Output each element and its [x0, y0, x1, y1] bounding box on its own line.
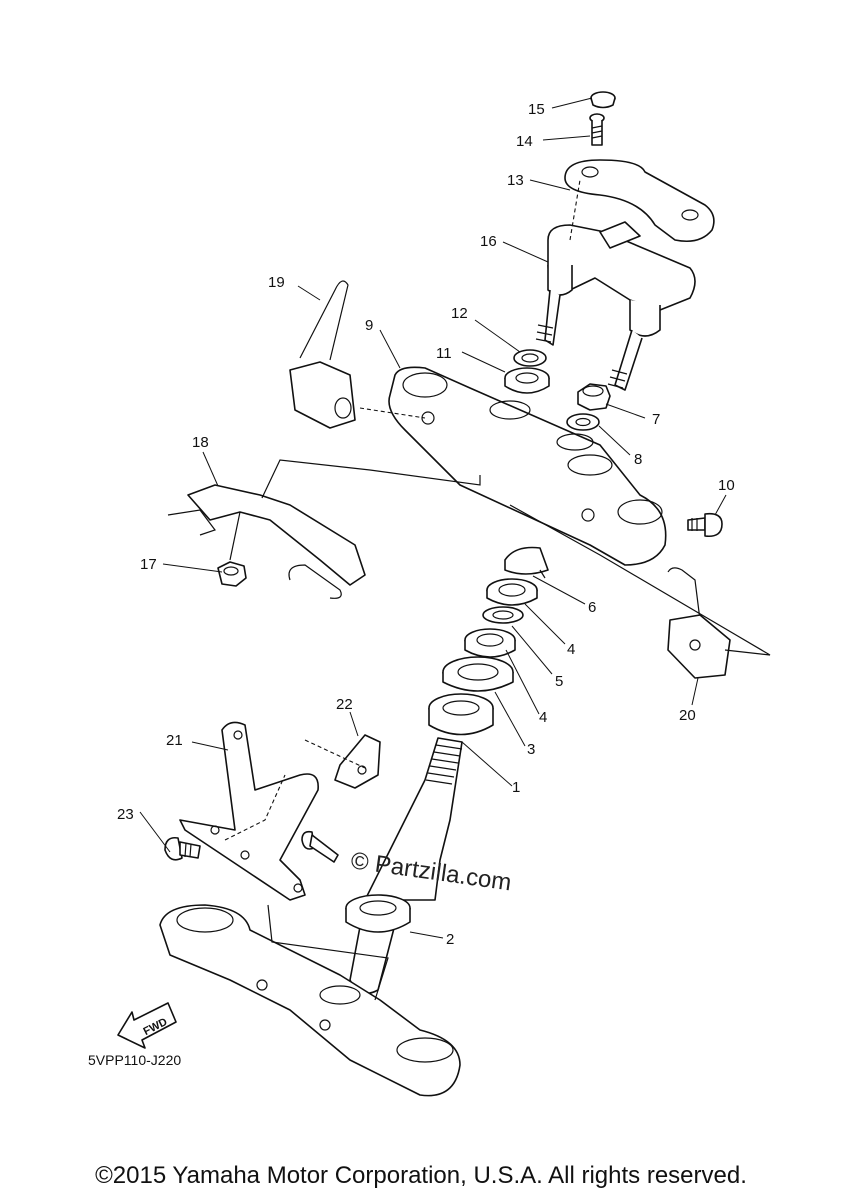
callout-22: 22 [336, 696, 353, 713]
callout-18: 18 [192, 434, 209, 451]
callout-21: 21 [166, 732, 183, 749]
part-22-clamp[interactable] [334, 734, 381, 789]
callout-19: 19 [268, 274, 285, 291]
callout-10: 10 [718, 477, 735, 494]
part-12-washer[interactable] [513, 349, 547, 367]
part-20-bracket[interactable] [667, 567, 731, 679]
callout-13: 13 [507, 172, 524, 189]
callout-labels: 1 2 3 4 4 5 6 7 8 9 10 11 12 13 14 15 16… [117, 101, 735, 948]
callout-9: 9 [365, 317, 373, 334]
leader-lines [139, 97, 727, 939]
reference-lines [224, 179, 771, 1001]
part-3-bearing[interactable] [428, 693, 494, 736]
callout-11: 11 [436, 345, 452, 362]
callout-1: 1 [512, 779, 520, 796]
part-19-wire-clamp[interactable] [289, 280, 356, 429]
copyright-notice: ©2015 Yamaha Motor Corporation, U.S.A. A… [95, 1162, 747, 1189]
callout-8: 8 [634, 451, 642, 468]
callout-3: 3 [527, 741, 535, 758]
part-13-upper-holder[interactable] [564, 159, 715, 243]
part-21-bracket[interactable] [179, 721, 319, 901]
part-5-rubber-washer[interactable] [482, 606, 524, 624]
part-23-bolt[interactable] [164, 836, 201, 861]
callout-12: 12 [451, 305, 468, 322]
part-9-upper-bracket[interactable] [388, 366, 667, 566]
part-7-nut[interactable] [577, 383, 611, 411]
callout-17: 17 [140, 556, 157, 573]
under-bracket[interactable] [159, 904, 461, 1097]
callout-23: 23 [117, 806, 134, 823]
callout-16: 16 [480, 233, 497, 250]
part-17-nut[interactable] [217, 561, 247, 587]
callout-2: 2 [446, 931, 454, 948]
callout-5: 5 [555, 673, 563, 690]
diagram-code: 5VPP110-J220 [88, 1052, 181, 1068]
part-11-damper[interactable] [504, 367, 550, 394]
callout-15: 15 [528, 101, 545, 118]
part-8-washer[interactable] [566, 413, 600, 431]
small-bolt[interactable] [301, 830, 339, 863]
callout-7: 7 [652, 411, 660, 428]
part-4-ring-nut-lower[interactable] [464, 628, 516, 658]
callout-14: 14 [516, 133, 533, 150]
part-4-race[interactable] [442, 656, 514, 692]
part-6-lock-washer[interactable] [504, 546, 549, 579]
part-4-ring-nut-upper[interactable] [486, 578, 538, 606]
part-15-cap[interactable] [590, 91, 616, 109]
callout-20: 20 [679, 707, 696, 724]
callout-6: 6 [588, 599, 596, 616]
callout-4-upper: 4 [567, 641, 575, 658]
callout-4-lower: 4 [539, 709, 547, 726]
part-16-lower-holder[interactable] [535, 221, 696, 391]
part-18-bracket[interactable] [167, 484, 366, 599]
fwd-arrow: FWD [117, 1002, 177, 1049]
part-14-bolt[interactable] [589, 113, 605, 146]
part-2-lower-bearing[interactable] [345, 894, 411, 933]
part-10-bolt[interactable] [687, 512, 723, 538]
